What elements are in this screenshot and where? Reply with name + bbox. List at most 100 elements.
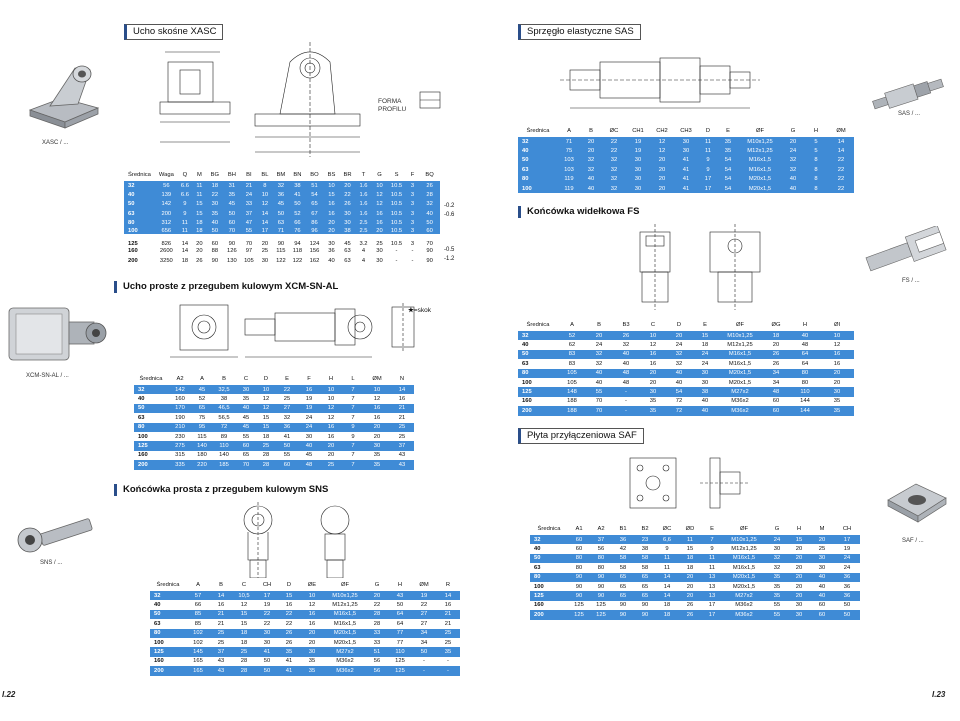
table-cell: 70	[586, 396, 612, 407]
table-cell: 21	[210, 619, 232, 629]
xasc-profile-label: FORMA PROFILU	[378, 98, 407, 113]
table-cell: 16	[320, 422, 342, 432]
table-cell: 60	[206, 237, 224, 247]
table-cell: -	[405, 246, 420, 257]
table-cell: 24	[692, 349, 718, 360]
table-cell: 56	[590, 544, 612, 554]
table-header-cell: CH3	[674, 124, 698, 137]
table-cell: 35	[364, 450, 390, 461]
table-cell: 100	[150, 637, 186, 648]
table-cell: 63	[134, 413, 168, 423]
table-cell: 30	[626, 174, 650, 184]
table-cell: 30	[626, 155, 650, 166]
table-cell: 21	[436, 619, 460, 629]
table-cell: 40	[790, 331, 820, 341]
table-cell: -	[612, 387, 640, 397]
table-cell: 18	[192, 218, 207, 228]
table-cell: 11	[177, 218, 193, 228]
table-header-cell: CH	[256, 578, 278, 591]
table-cell: 4	[355, 246, 372, 257]
table-cell: 10.5	[387, 190, 406, 200]
table-cell: 38	[212, 394, 236, 404]
table-cell: 34	[762, 368, 790, 378]
table-cell: 200	[154, 209, 178, 219]
table-cell: 54	[666, 387, 692, 397]
table-cell: 15	[278, 591, 300, 601]
table-cell: 188	[558, 396, 586, 407]
table-cell: 230	[168, 431, 192, 442]
table-cell: 19	[412, 591, 436, 601]
table-header-cell: D	[698, 124, 718, 137]
table-cell: 11	[177, 227, 193, 238]
table-cell: 24	[240, 190, 258, 200]
table-cell: 35	[236, 394, 256, 404]
table-cell: 125	[134, 441, 168, 451]
table-header-cell: A2	[168, 372, 192, 385]
table-cell: 15	[323, 190, 340, 200]
table-header-cell: B3	[612, 318, 640, 331]
table-cell: 22	[256, 619, 278, 629]
table-cell: 35	[766, 572, 788, 582]
table-cell: 25	[320, 460, 342, 470]
table-cell: 30	[810, 563, 834, 573]
table-cell: 40	[782, 174, 804, 184]
table-cell: 12	[820, 340, 854, 350]
table-cell: 7	[342, 441, 364, 451]
table-cell: 122	[289, 256, 306, 266]
table-cell: 24	[766, 535, 788, 545]
table-header-cell: D	[666, 318, 692, 331]
table-cell: 64	[388, 609, 412, 620]
table-header-cell: G	[782, 124, 804, 137]
table-cell: 51	[366, 647, 388, 657]
table-cell: 30	[339, 209, 356, 219]
table-cell: 8	[804, 155, 828, 166]
table-cell: 16	[364, 403, 390, 414]
table-cell: 125	[530, 591, 568, 601]
table-cell: M20x1,5	[722, 572, 766, 582]
table-cell: M16x1,5	[324, 619, 366, 629]
table-cell: 20	[320, 450, 342, 461]
table-header-cell: A2	[590, 522, 612, 535]
table-cell: 25	[390, 431, 414, 442]
table-cell: 40	[518, 146, 558, 156]
table-cell: 85	[186, 609, 210, 620]
table-header-cell: H	[320, 372, 342, 385]
table-cell: 32	[150, 591, 186, 601]
table-cell: 11	[192, 181, 207, 191]
table-cell: 22	[828, 165, 854, 175]
table-cell: 3	[405, 181, 420, 191]
table-cell: 14	[436, 591, 460, 601]
table-header-cell: ØE	[300, 578, 324, 591]
table-header-cell: BR	[339, 168, 356, 181]
table-header-cell: Średnica	[150, 578, 186, 591]
table-cell: 40	[580, 174, 602, 184]
table-cell: 30	[323, 237, 340, 247]
table-cell: M12x1,25	[722, 544, 766, 554]
table-cell: 20	[339, 181, 356, 191]
table-cell: 22	[206, 190, 224, 200]
table-header-cell: H	[388, 578, 412, 591]
table-cell: 6,6	[656, 535, 678, 545]
table-cell: M27x2	[718, 387, 762, 397]
table-header-cell: B	[586, 318, 612, 331]
table-cell: 43	[388, 591, 412, 601]
table-cell: 145	[186, 647, 210, 657]
table-cell: 20	[666, 331, 692, 341]
table-cell: 67	[305, 209, 324, 219]
table-cell: 22	[278, 609, 300, 620]
table-cell: 64	[790, 349, 820, 360]
table-cell: 35	[718, 146, 738, 156]
table-cell: 3.2	[355, 237, 372, 247]
table-cell: 11	[702, 563, 722, 573]
table-cell: 3	[405, 209, 420, 219]
table-cell: 36	[834, 591, 860, 601]
table-cell: 65	[612, 572, 634, 582]
table-cell: 122	[272, 256, 290, 266]
